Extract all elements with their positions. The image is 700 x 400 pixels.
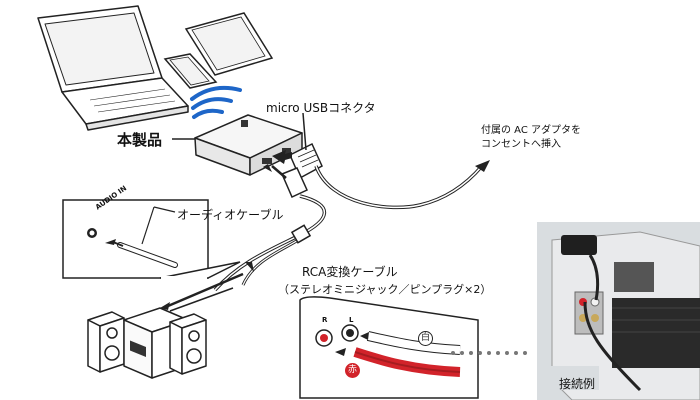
ac-adapter-line-2: コンセントへ挿入	[481, 139, 561, 150]
ac-adapter-cable	[314, 164, 484, 210]
insert-arrow-audio	[263, 164, 272, 172]
laptop-illustration	[37, 5, 189, 131]
rca-cable-detail: （ステレオミニジャック／ピンプラグ×2）	[278, 283, 492, 296]
audio-cable-label: オーディオケーブル	[177, 208, 284, 222]
bluetooth-receiver-device	[194, 114, 303, 176]
connection-example-label: 接続例	[559, 377, 596, 391]
red-mark: 赤	[345, 363, 360, 378]
white-mark: 白	[418, 331, 433, 346]
tablet-illustration	[184, 12, 274, 76]
product-label: 本製品	[117, 131, 163, 149]
jack-l-label: L	[349, 316, 354, 324]
audio-in-inset	[62, 199, 241, 280]
insert-arrow-ac	[475, 160, 490, 172]
jack-r-label: R	[322, 316, 328, 324]
ac-adapter-line-1: 付属の AC アダプタを	[481, 125, 582, 136]
wireless-signal-icon	[190, 85, 242, 119]
usb-pointer-line	[302, 112, 307, 151]
audio-plug-illustration	[271, 165, 308, 199]
jack-inset-panel	[282, 290, 480, 399]
example-dotted-connector	[451, 351, 527, 355]
insert-arrow-usb	[272, 150, 292, 164]
stereo-system-illustration	[87, 307, 207, 379]
smartphone-illustration	[163, 53, 218, 89]
rca-cable-label: RCA変換ケーブル	[302, 265, 398, 279]
connection-example-photo	[537, 222, 700, 400]
ac-adapter-instruction: 付属の AC アダプタを コンセントへ挿入	[481, 124, 581, 152]
usb-connector-label: micro USBコネクタ	[266, 101, 376, 115]
